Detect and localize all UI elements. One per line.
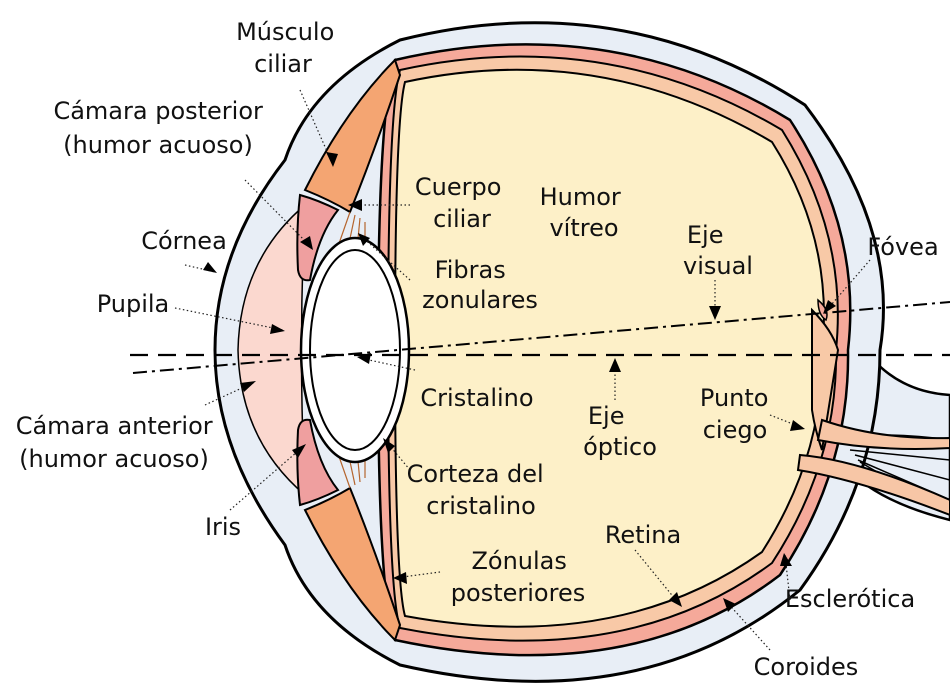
label-humor-vitreo: Humor vítreo [540, 183, 629, 242]
arrowheads [203, 152, 836, 612]
visual-axis [132, 301, 950, 374]
label-pupila: Pupila [97, 290, 170, 318]
label-iris: Iris [205, 513, 241, 541]
label-fovea: Fóvea [867, 233, 938, 261]
label-punto-ciego: Punto ciego [700, 384, 776, 444]
fovea-dip [817, 298, 828, 322]
label-fibras-zonulares: Fibras zonulares [422, 256, 538, 314]
optic-nerve-lower [796, 453, 950, 517]
label-cornea: Córnea [141, 227, 227, 255]
lens-nucleus [309, 249, 401, 451]
label-corteza-cristalino: Corteza del cristalino [407, 460, 552, 520]
optic-nerve-upper [816, 418, 950, 450]
iris-upper [296, 193, 340, 282]
label-coroides: Coroides [754, 653, 859, 681]
label-eje-visual: Eje visual [683, 221, 753, 280]
labels: Músculo ciliar Cámara posterior (humor a… [16, 18, 939, 681]
label-cristalino: Cristalino [420, 384, 533, 412]
ciliary-body-lower [303, 486, 402, 642]
label-camara-posterior: Cámara posterior (humor acuoso) [53, 97, 270, 159]
label-retina: Retina [605, 521, 681, 549]
label-musculo-ciliar: Músculo ciliar [236, 18, 342, 78]
label-cuerpo-ciliar: Cuerpo ciliar [415, 173, 509, 233]
optic-disc [811, 307, 840, 451]
ciliary-body-upper [303, 58, 402, 214]
label-zonulas-posteriores: Zónulas posteriores [451, 547, 585, 607]
label-esclerotica: Esclerótica [785, 585, 915, 613]
label-eje-optico: Eje óptico [583, 402, 657, 461]
label-camara-anterior: Cámara anterior (humor acuoso) [16, 412, 221, 473]
